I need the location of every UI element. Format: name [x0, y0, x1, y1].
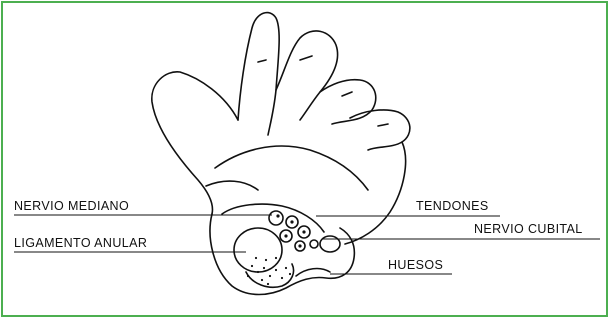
label-nervio-cubital: NERVIO CUBITAL: [474, 222, 583, 236]
little-finger: [350, 110, 410, 150]
ring-finger: [320, 80, 376, 124]
label-tendones: TENDONES: [416, 199, 489, 213]
label-ligamento-anular: LIGAMENTO ANULAR: [14, 236, 147, 250]
palm-left-edge: [152, 72, 238, 214]
middle-finger: [276, 31, 338, 120]
label-huesos: HUESOS: [388, 258, 443, 272]
ulnar-nerve: [320, 236, 340, 252]
palm-crease: [215, 146, 368, 190]
label-nervio-mediano: NERVIO MEDIANO: [14, 199, 129, 213]
index-finger: [238, 13, 279, 135]
palm-right-edge: [345, 142, 406, 244]
median-nerve: [234, 228, 282, 272]
thenar-fold: [206, 181, 258, 190]
